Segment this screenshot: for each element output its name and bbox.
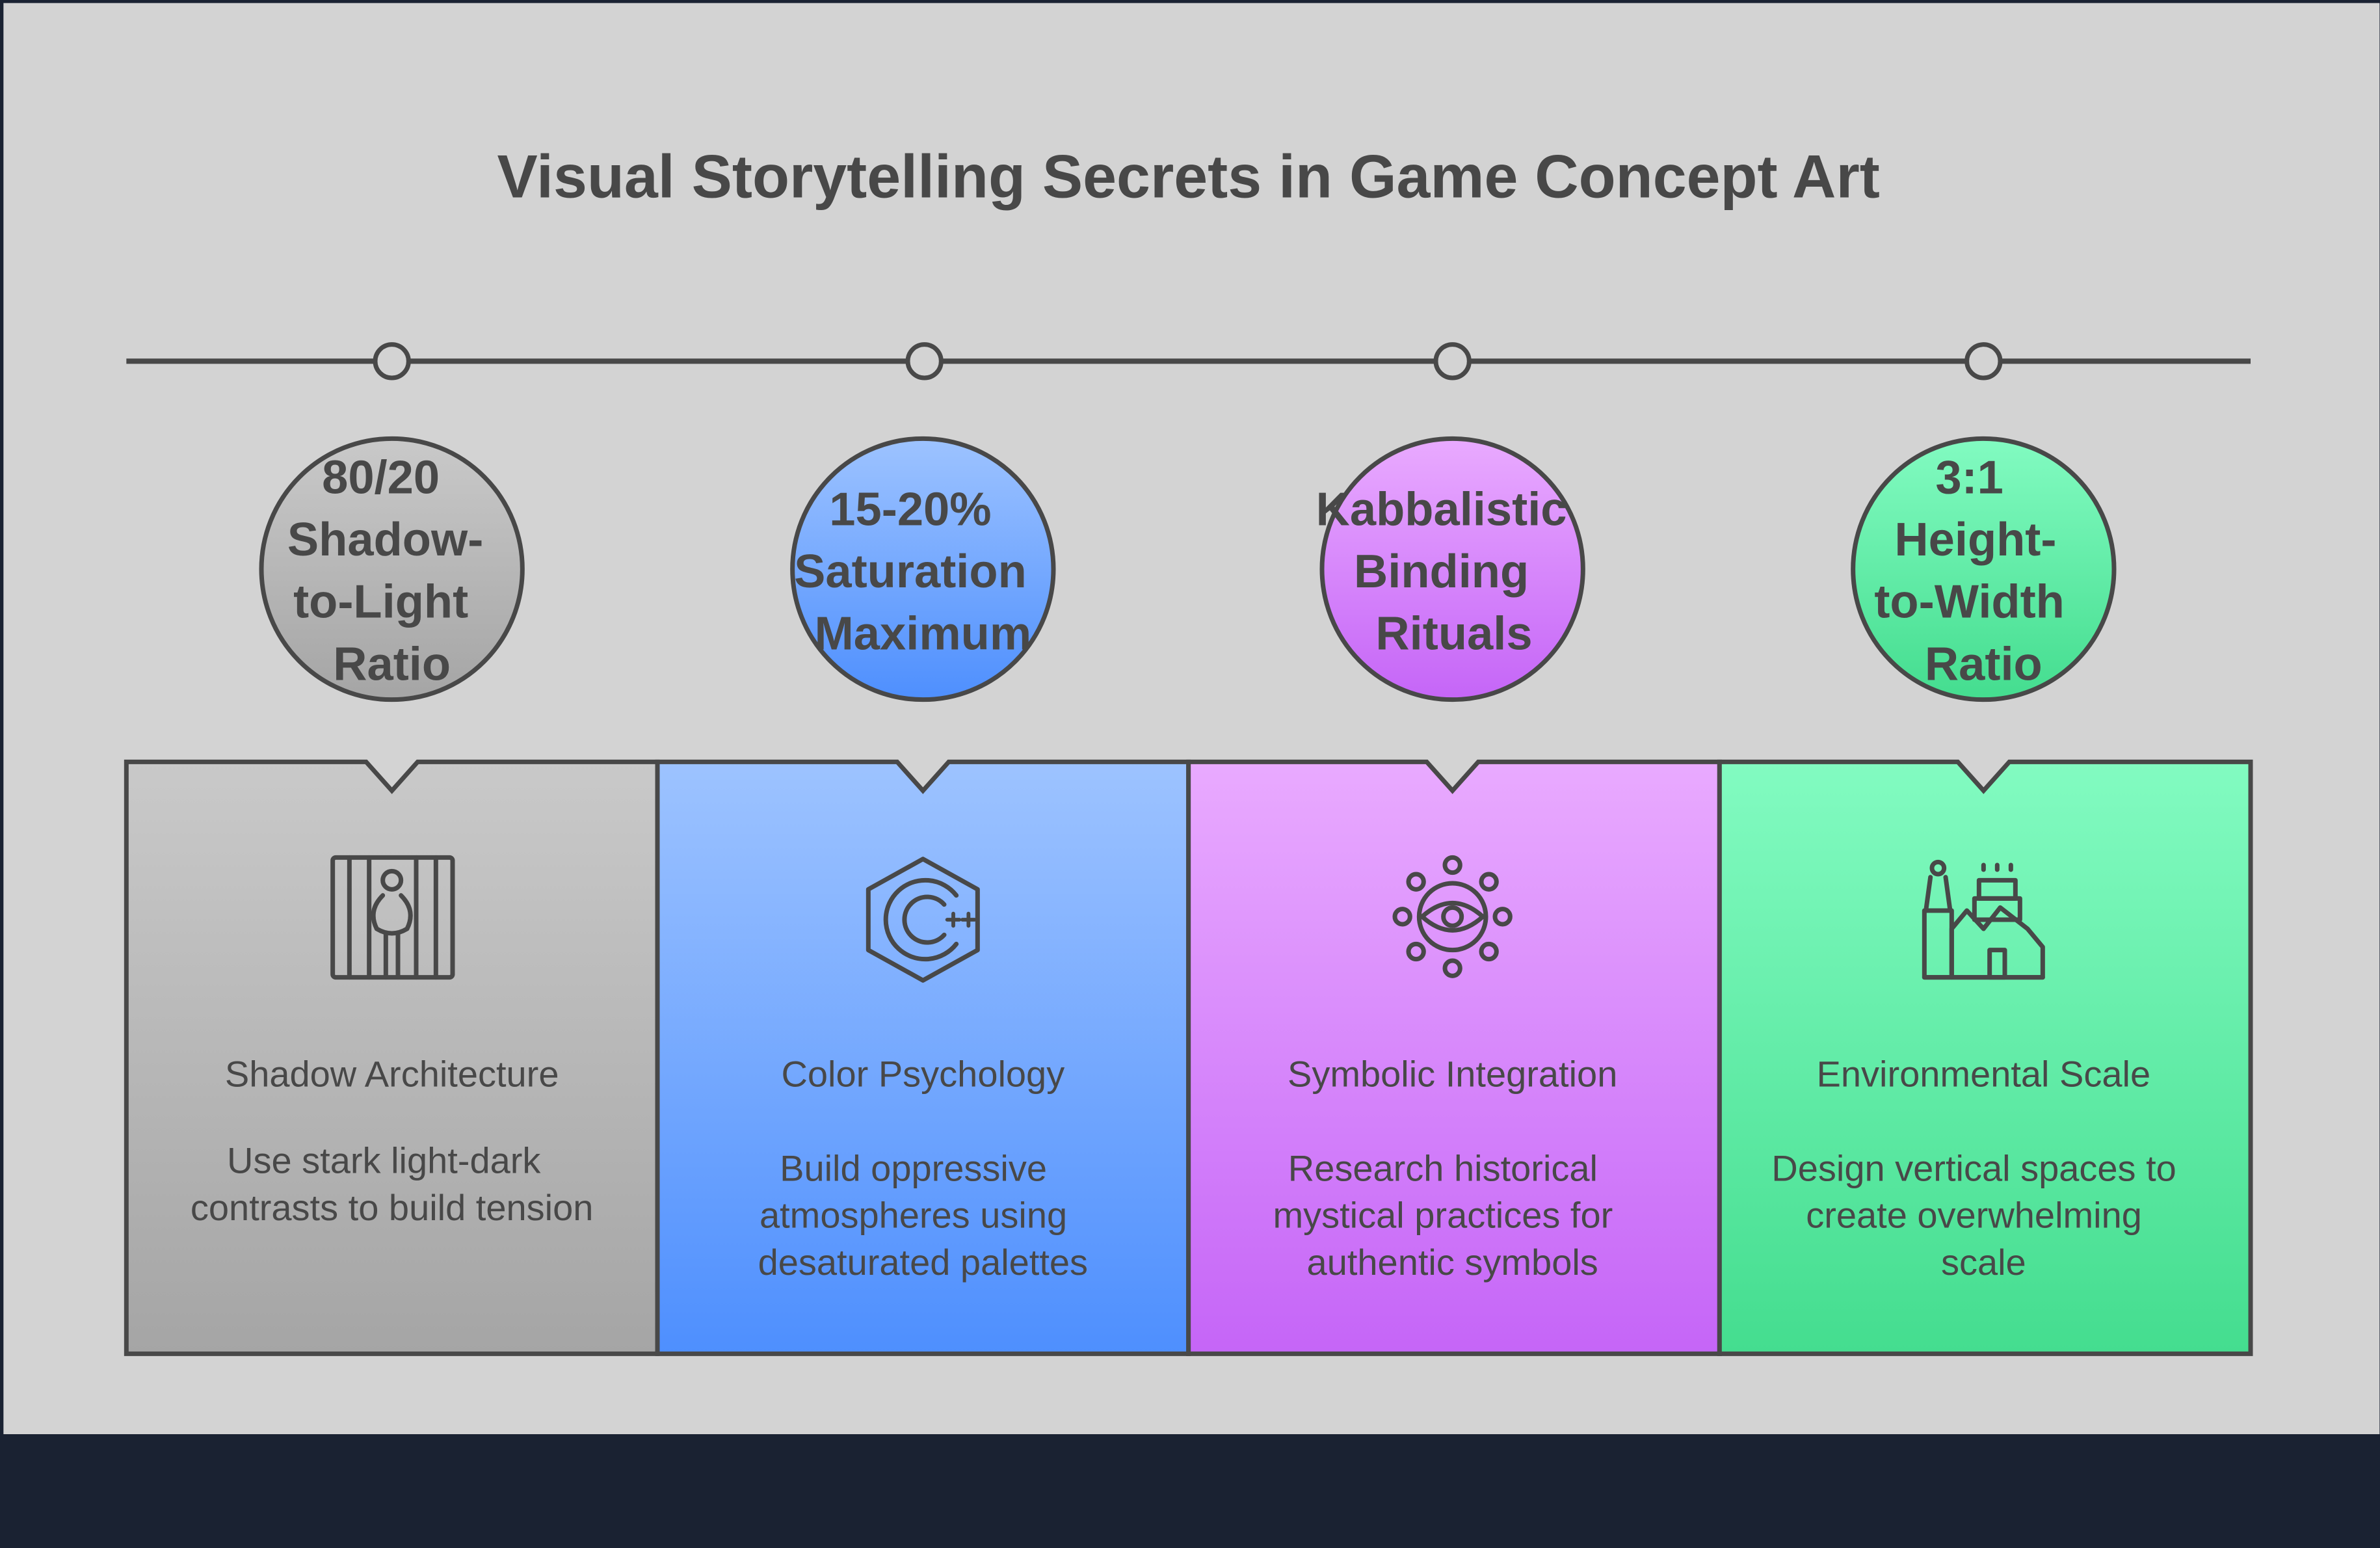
timeline-marker-1 [373, 342, 411, 380]
badge-text-1: 80/20 Shadow- to-Light Ratio [287, 451, 496, 690]
badge-circle-4 [1851, 436, 2117, 702]
badge-circle-2 [790, 436, 1056, 702]
badge-circle-3 [1319, 436, 1585, 702]
badge-text-3: Kabbalistic Binding Rituals [1316, 483, 1580, 660]
card-1 [124, 759, 660, 1356]
timeline-marker-2 [905, 342, 944, 380]
badge-text-2: 15-20% Saturation Maximum [794, 483, 1040, 660]
cpp-hexagon-icon [866, 857, 980, 983]
badge-text-4: 3:1 Height- to-Width Ratio [1874, 451, 2078, 690]
card-description-3: Research historical mystical practices f… [1273, 1147, 1622, 1283]
cathedral-icon [1922, 859, 2045, 980]
page-title: Visual Storytelling Secrets in Game Conc… [497, 142, 1879, 210]
card-4 [1717, 759, 2253, 1356]
card-heading-1: Shadow Architecture [225, 1054, 559, 1095]
card-heading-2: Color Psychology [781, 1054, 1064, 1095]
card-3 [1186, 759, 1722, 1356]
eye-network-icon [1392, 855, 1513, 978]
timeline-marker-4 [1964, 342, 2003, 380]
card-2 [655, 759, 1191, 1356]
badge-circle-1 [259, 436, 525, 702]
card-description-2: Build oppressive atmospheres using desat… [758, 1147, 1088, 1283]
card-description-1: Use stark light-dark contrasts to build … [191, 1140, 593, 1228]
card-heading-3: Symbolic Integration [1288, 1054, 1617, 1095]
card-heading-4: Environmental Scale [1817, 1054, 2151, 1095]
footer-band [0, 1434, 2380, 1548]
card-description-4: Design vertical spaces to create overwhe… [1771, 1147, 2186, 1283]
prison-bars-person-icon [330, 855, 455, 980]
timeline-marker-3 [1433, 342, 1472, 380]
